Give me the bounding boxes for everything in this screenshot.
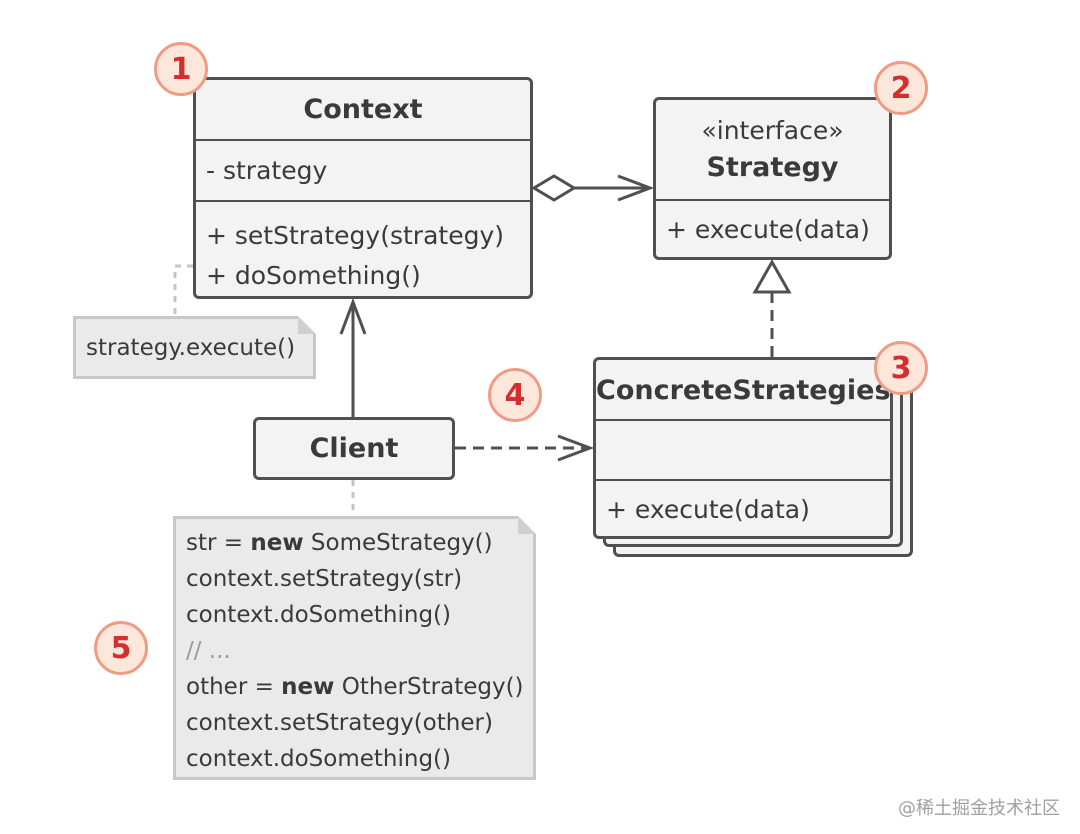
code-line: context.doSomething()	[186, 746, 452, 772]
context-title: Context	[303, 94, 423, 125]
strategy-method-execute: + execute(data)	[666, 215, 870, 244]
aggregation-diamond	[531, 174, 577, 202]
strategy-title: Strategy	[706, 152, 839, 183]
note-fold-corner	[518, 516, 536, 534]
aggregation-arrowhead	[617, 174, 655, 202]
context-methods: + setStrategy(strategy) + doSomething()	[196, 202, 530, 296]
client-code-note: str = new SomeStrategy() context.setStra…	[173, 516, 536, 780]
code-line: context.doSomething()	[186, 602, 452, 628]
concrete-title: ConcreteStrategies	[596, 375, 891, 406]
concrete-header: ConcreteStrategies	[596, 360, 890, 421]
badge-2: 2	[874, 61, 928, 115]
context-note-connector	[173, 264, 193, 318]
context-header: Context	[196, 80, 530, 141]
context-method-dosomething: + doSomething()	[206, 261, 421, 290]
client-title: Client	[309, 433, 399, 464]
badge-5: 5	[94, 621, 148, 675]
strategy-header: «interface» Strategy	[656, 100, 889, 201]
realization-triangle	[752, 258, 792, 294]
strategy-stereotype: «interface»	[701, 116, 844, 145]
context-fields: - strategy	[196, 141, 530, 202]
badge-3: 3	[874, 341, 928, 395]
context-method-setstrategy: + setStrategy(strategy)	[206, 221, 504, 250]
client-concrete-arrowhead	[557, 434, 595, 462]
concrete-methods: + execute(data)	[596, 481, 890, 536]
concrete-fields	[596, 421, 890, 481]
code-line: other = new OtherStrategy()	[186, 674, 524, 700]
context-field-strategy: - strategy	[206, 156, 328, 185]
badge-1: 1	[154, 42, 208, 96]
client-class: Client	[253, 417, 455, 480]
strategy-methods: + execute(data)	[656, 201, 889, 257]
watermark: @稀土掘金技术社区	[898, 798, 1060, 819]
context-note-text: strategy.execute()	[86, 335, 296, 361]
concrete-method-execute: + execute(data)	[606, 495, 810, 524]
badge-4: 4	[488, 368, 542, 422]
code-line: str = new SomeStrategy()	[186, 530, 493, 556]
code-line: context.setStrategy(other)	[186, 710, 493, 736]
code-comment-line: // ...	[186, 638, 231, 664]
context-class: Context - strategy + setStrategy(strateg…	[193, 77, 533, 299]
note-fold-corner	[298, 316, 316, 334]
code-line: context.setStrategy(str)	[186, 566, 463, 592]
concrete-strategies-class: ConcreteStrategies + execute(data)	[593, 357, 893, 539]
client-context-arrowhead	[339, 297, 367, 335]
context-note: strategy.execute()	[73, 316, 316, 379]
strategy-interface: «interface» Strategy + execute(data)	[653, 97, 892, 260]
